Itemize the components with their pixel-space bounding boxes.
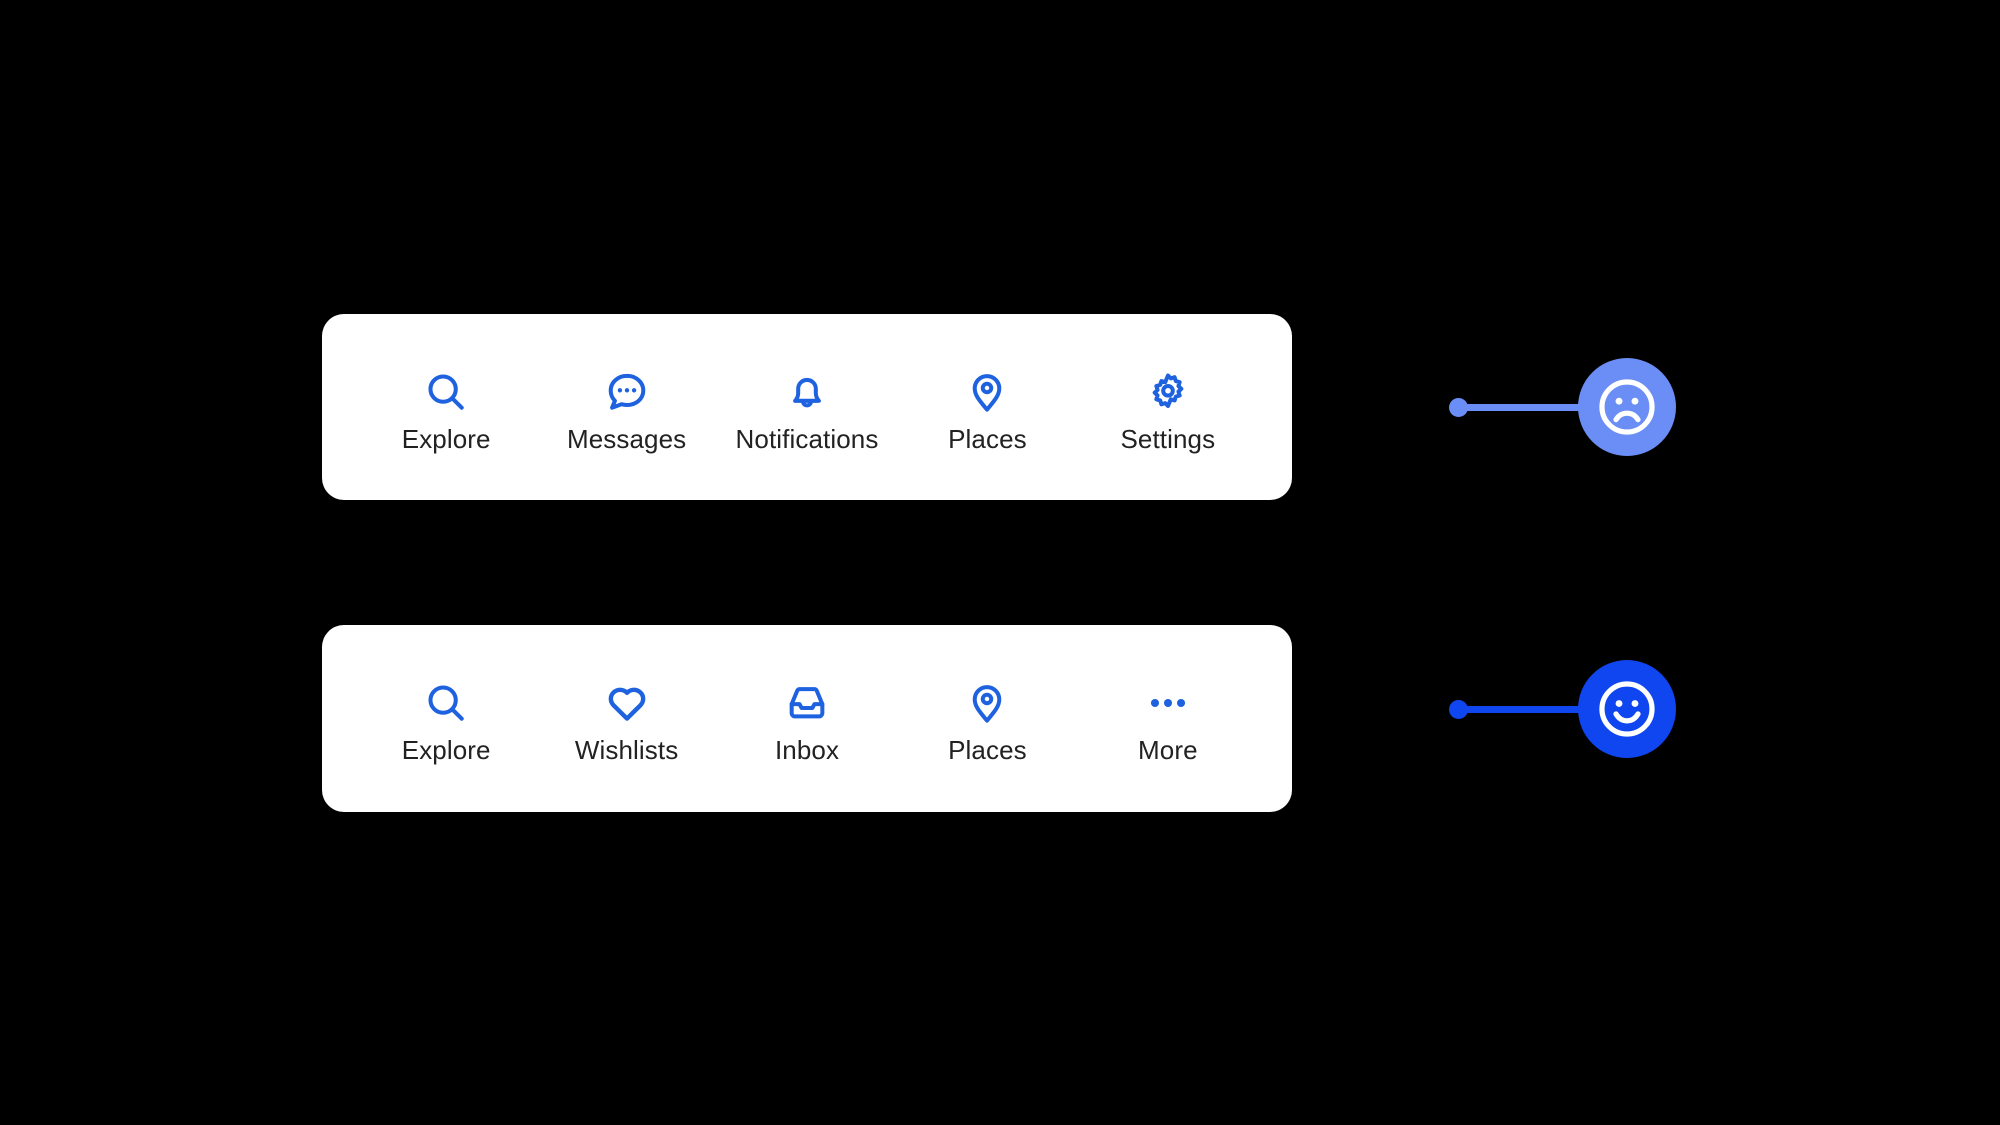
marker-anchor-dot bbox=[1449, 700, 1468, 719]
sad-face-badge[interactable] bbox=[1578, 358, 1676, 456]
nav-item-settings[interactable]: Settings bbox=[1078, 366, 1258, 454]
marker-negative bbox=[1449, 347, 1689, 467]
nav-item-label: Inbox bbox=[774, 735, 840, 765]
chat-bubble-icon bbox=[601, 366, 653, 418]
nav-item-notifications[interactable]: Notifications bbox=[717, 366, 897, 454]
nav-item-inbox[interactable]: Inbox bbox=[717, 677, 897, 765]
ellipsis-icon bbox=[1142, 677, 1194, 729]
happy-face-badge[interactable] bbox=[1578, 660, 1676, 758]
map-pin-icon bbox=[961, 677, 1013, 729]
nav-bar-alternate: Explore Wishlists Inbox bbox=[322, 625, 1292, 812]
nav-item-label: Explore bbox=[401, 424, 491, 454]
search-icon bbox=[420, 677, 472, 729]
sad-face-icon bbox=[1599, 379, 1655, 435]
nav-item-label: Places bbox=[948, 424, 1027, 454]
marker-anchor-dot bbox=[1449, 398, 1468, 417]
nav-item-label: Notifications bbox=[735, 424, 879, 454]
nav-item-explore-alt[interactable]: Explore bbox=[356, 677, 536, 765]
nav-item-label: Messages bbox=[566, 424, 687, 454]
nav-bar-primary: Explore Messages Notifications bbox=[322, 314, 1292, 500]
nav-item-places[interactable]: Places bbox=[897, 366, 1077, 454]
map-pin-icon bbox=[961, 366, 1013, 418]
nav-item-label: Settings bbox=[1120, 424, 1216, 454]
nav-item-places-alt[interactable]: Places bbox=[897, 677, 1077, 765]
marker-connector-line bbox=[1461, 404, 1591, 411]
heart-icon bbox=[601, 677, 653, 729]
nav-item-explore[interactable]: Explore bbox=[356, 366, 536, 454]
happy-face-icon bbox=[1599, 681, 1655, 737]
search-icon bbox=[420, 366, 472, 418]
gear-icon bbox=[1142, 366, 1194, 418]
nav-item-more[interactable]: More bbox=[1078, 677, 1258, 765]
nav-item-messages[interactable]: Messages bbox=[536, 366, 716, 454]
inbox-icon bbox=[781, 677, 833, 729]
bell-icon bbox=[781, 366, 833, 418]
marker-connector-line bbox=[1461, 706, 1591, 713]
nav-item-label: Explore bbox=[401, 735, 491, 765]
nav-item-label: Wishlists bbox=[574, 735, 679, 765]
nav-item-label: Places bbox=[948, 735, 1027, 765]
nav-item-label: More bbox=[1138, 735, 1198, 765]
marker-positive bbox=[1449, 649, 1689, 769]
nav-item-wishlists[interactable]: Wishlists bbox=[536, 677, 716, 765]
